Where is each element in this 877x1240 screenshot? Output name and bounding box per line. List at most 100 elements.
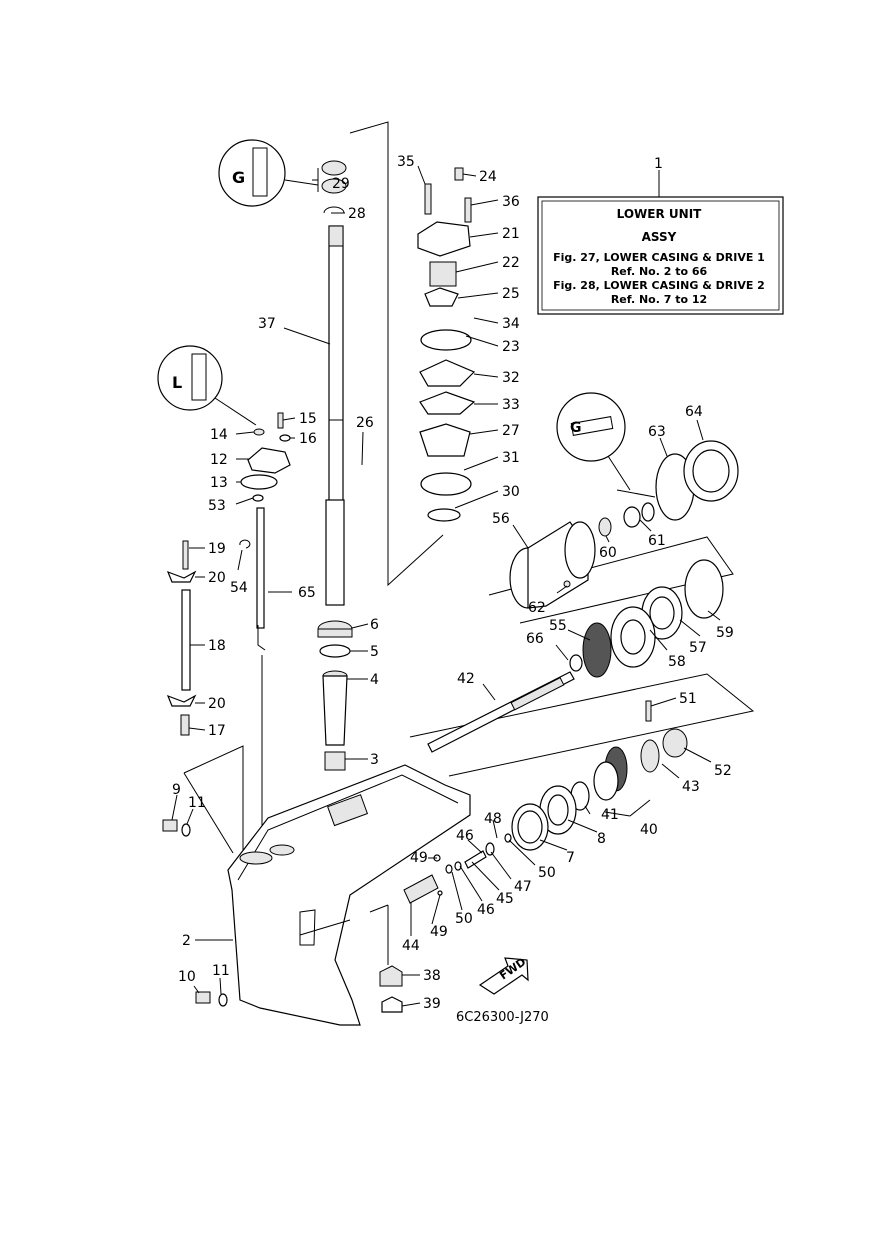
title-line-6: Ref. No. 7 to 12 — [611, 293, 707, 306]
callout-23: 23 — [502, 339, 520, 355]
forward-gear-set — [403, 700, 688, 904]
callout-24: 24 — [479, 169, 497, 185]
callout-35: 35 — [397, 154, 415, 170]
callout-10: 10 — [178, 969, 196, 985]
callout-21: 21 — [502, 226, 520, 242]
callout-42: 42 — [457, 671, 475, 687]
bearing-housing — [509, 440, 739, 678]
callout-26: 26 — [356, 415, 374, 431]
svg-text:L: L — [172, 373, 182, 392]
title-line-2: ASSY — [642, 230, 677, 244]
callout-4: 4 — [370, 672, 379, 688]
lower-casing — [227, 764, 471, 1026]
callout-11b: 11 — [212, 963, 230, 979]
callout-57: 57 — [689, 640, 707, 656]
callout-5: 5 — [370, 644, 379, 660]
callout-20b: 20 — [208, 696, 226, 712]
callout-45: 45 — [496, 891, 514, 907]
callout-58: 58 — [668, 654, 686, 670]
callout-2: 2 — [182, 933, 191, 949]
callout-60: 60 — [599, 545, 617, 561]
callout-49b: 49 — [430, 924, 448, 940]
title-line-1: LOWER UNIT — [617, 207, 703, 221]
callout-55: 55 — [549, 618, 567, 634]
callout-39: 39 — [423, 996, 441, 1012]
drain-screws — [162, 819, 228, 1007]
callout-33: 33 — [502, 397, 520, 413]
svg-text:G: G — [570, 420, 582, 436]
callout-40: 40 — [640, 822, 658, 838]
callout-36: 36 — [502, 194, 520, 210]
fwd-arrow: FWD — [478, 955, 529, 995]
callout-12: 12 — [210, 452, 228, 468]
callout-48: 48 — [484, 811, 502, 827]
title-line-4: Ref. No. 2 to 66 — [611, 265, 708, 278]
callout-15: 15 — [299, 411, 317, 427]
callout-46a: 46 — [456, 828, 474, 844]
lower-bearing-stack — [317, 620, 353, 771]
callout-9: 9 — [172, 782, 181, 798]
callout-51: 51 — [679, 691, 697, 707]
callout-46b: 46 — [477, 902, 495, 918]
callout-38: 38 — [423, 968, 441, 984]
callout-47: 47 — [514, 879, 532, 895]
callout-62: 62 — [528, 600, 546, 616]
callout-66: 66 — [526, 631, 544, 647]
callout-50a: 50 — [455, 911, 473, 927]
bearing-set — [312, 160, 347, 214]
callout-64: 64 — [685, 404, 703, 420]
callout-32: 32 — [502, 370, 520, 386]
callout-17: 17 — [208, 723, 226, 739]
callout-56: 56 — [492, 511, 510, 527]
callout-22: 22 — [502, 255, 520, 271]
callout-8: 8 — [597, 831, 606, 847]
callout-30: 30 — [502, 484, 520, 500]
callout-50b: 50 — [538, 865, 556, 881]
callout-43: 43 — [682, 779, 700, 795]
callout-25: 25 — [502, 286, 520, 302]
callout-63: 63 — [648, 424, 666, 440]
sealant-symbol-top: G — [218, 139, 319, 207]
callout-3: 3 — [370, 752, 379, 768]
callout-28: 28 — [348, 206, 366, 222]
callout-61: 61 — [648, 533, 666, 549]
callout-27: 27 — [502, 423, 520, 439]
callout-59: 59 — [716, 625, 734, 641]
svg-text:G: G — [232, 168, 245, 187]
callout-37: 37 — [258, 316, 276, 332]
frame-lines — [183, 121, 755, 875]
sealant-symbol-mid: L — [157, 345, 257, 426]
callout-1: 1 — [654, 156, 663, 172]
diagram-code: 6C26300-J270 — [456, 1010, 549, 1025]
callout-16: 16 — [299, 431, 317, 447]
callout-18: 18 — [208, 638, 226, 654]
callout-31: 31 — [502, 450, 520, 466]
callout-19: 19 — [208, 541, 226, 557]
callout-numbers: 2 3 4 5 6 7 8 9 10 11 11 12 13 14 15 16 … — [172, 154, 734, 1012]
callout-65: 65 — [298, 585, 316, 601]
callout-53: 53 — [208, 498, 226, 514]
callout-44: 44 — [402, 938, 420, 954]
leader-lines — [171, 165, 721, 1007]
callout-20a: 20 — [208, 570, 226, 586]
callout-52: 52 — [714, 763, 732, 779]
sealant-symbol-right: G — [556, 392, 631, 491]
shift-rod-18 — [166, 540, 197, 736]
shift-rod-parts — [239, 412, 291, 830]
callout-41: 41 — [601, 807, 619, 823]
callout-29: 29 — [332, 176, 350, 192]
callout-14: 14 — [210, 427, 228, 443]
callout-13: 13 — [210, 475, 228, 491]
callout-11a: 11 — [188, 795, 206, 811]
callout-6: 6 — [370, 617, 379, 633]
callout-7: 7 — [566, 850, 575, 866]
title-line-5: Fig. 28, LOWER CASING & DRIVE 2 — [553, 279, 765, 292]
title-line-3: Fig. 27, LOWER CASING & DRIVE 1 — [553, 251, 765, 264]
drive-shaft — [325, 225, 345, 606]
propeller-shaft — [427, 654, 583, 753]
callout-34: 34 — [502, 316, 520, 332]
callout-49a: 49 — [410, 850, 428, 866]
water-pump-stack — [417, 167, 476, 522]
title-box: 1 LOWER UNIT ASSY Fig. 27, LOWER CASING … — [537, 156, 784, 315]
